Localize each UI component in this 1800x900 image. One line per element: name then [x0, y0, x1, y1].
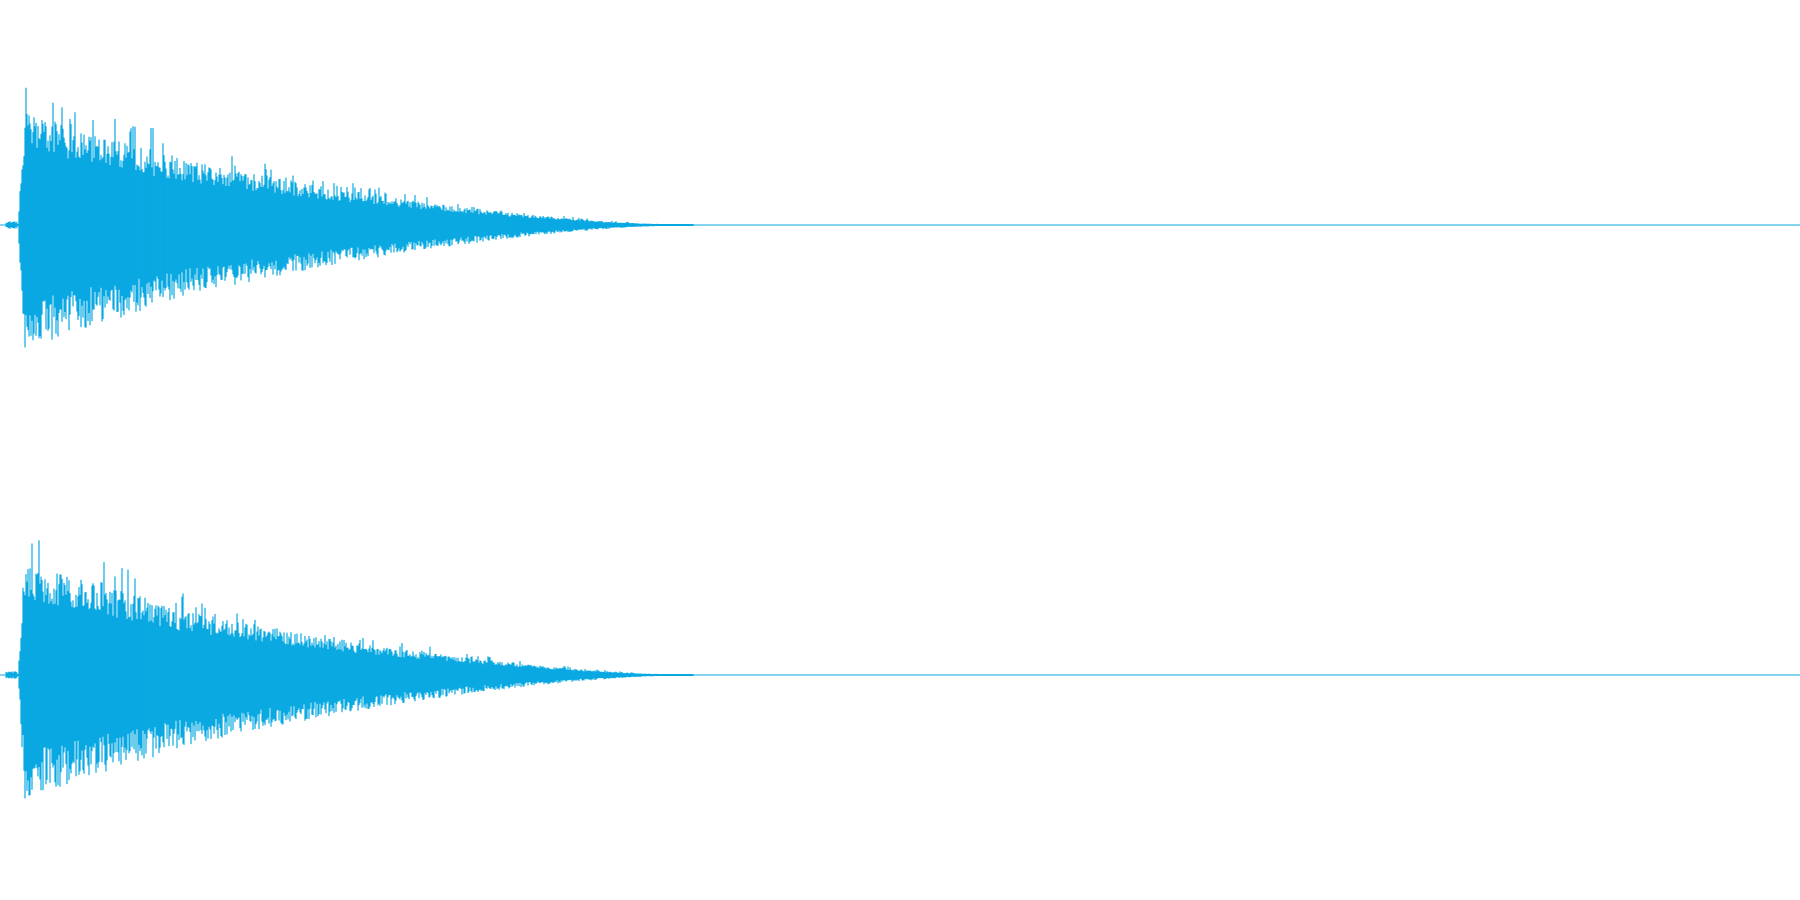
channel-left-waveform: [0, 87, 1800, 348]
channel-right-waveform: [0, 540, 1800, 799]
channel-left-samples: [5, 87, 694, 348]
channel-right-samples: [5, 540, 694, 799]
